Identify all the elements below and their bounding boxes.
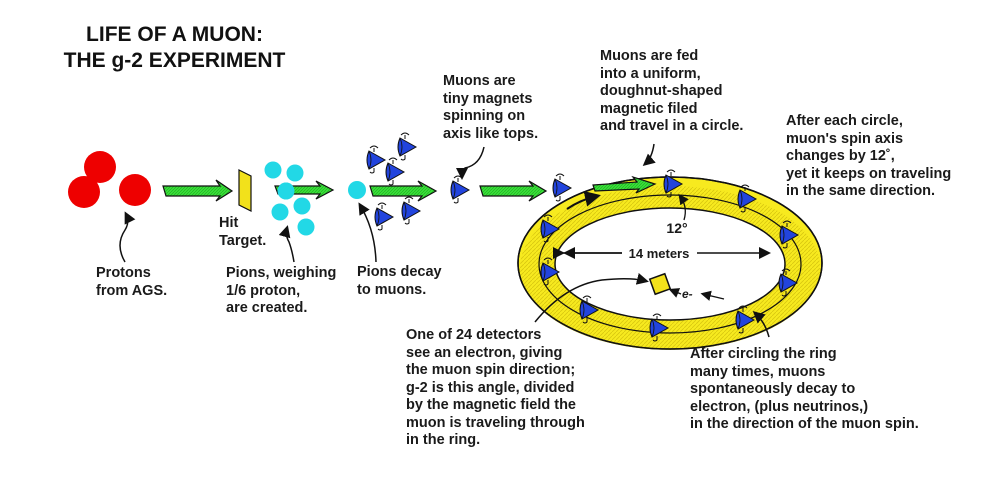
label-detectors: One of 24 detectors see an electron, giv…: [406, 327, 585, 450]
label-line: Muons are fed: [600, 48, 699, 64]
pion-icon: [264, 161, 282, 179]
label-hit-target: Hit Target.: [219, 215, 266, 250]
label-line: spinning on: [443, 108, 526, 124]
label-line: in the direction of the muon spin.: [690, 416, 919, 432]
proton-icon: [119, 174, 151, 206]
callout-arrow: [752, 310, 770, 338]
label-line: doughnut-shaped: [600, 83, 723, 99]
label-line: 1/6 proton,: [226, 282, 301, 299]
label-line: in the same direction.: [786, 183, 936, 199]
label-line: see an electron, giving: [406, 344, 563, 361]
label-line: the muon spin direction;: [406, 362, 576, 378]
label-line: Target.: [219, 232, 267, 249]
callout-arrow: [278, 225, 295, 263]
flow-arrow-icon: [369, 180, 438, 202]
label-line: axis like tops.: [443, 125, 539, 142]
callout-arrow: [456, 146, 485, 180]
label-line: are created.: [226, 300, 308, 316]
label-line: Pions decay: [357, 264, 442, 280]
label-muons-magnets: Muons are tiny magnets spinning on axis …: [443, 73, 538, 143]
label-line: changes by 12˚,: [786, 148, 895, 164]
label-line: After each circle,: [786, 113, 903, 129]
label-line: to muons.: [357, 281, 427, 298]
muon-icon: [397, 132, 417, 161]
label-pions: Pions, weighing 1/6 proton, are created.: [226, 265, 336, 318]
label-line: Protons: [96, 265, 151, 281]
electron-label: e-: [682, 287, 693, 301]
label-line: muon's spin axis: [786, 130, 904, 147]
proton-icon: [84, 151, 116, 183]
callout-arrow: [534, 272, 649, 323]
muon-icon: [385, 157, 405, 186]
label-line: spontaneously decay to: [690, 381, 856, 397]
label-line: electron, (plus neutrinos,): [690, 398, 869, 415]
angle-label: 12°: [666, 220, 687, 236]
label-line: into a uniform,: [600, 65, 701, 82]
callout-arrow: [642, 143, 656, 166]
label-muons-fed: Muons are fed into a uniform, doughnut-s…: [600, 48, 743, 136]
pion-icon: [271, 203, 289, 221]
muon-icon: [450, 175, 470, 204]
label-line: many times, muons: [690, 363, 826, 380]
label-line: One of 24 detectors: [406, 327, 542, 343]
label-after-circling: After circling the ring many times, muon…: [690, 346, 919, 434]
diameter-label: 14 meters: [629, 246, 690, 261]
muon-icon: [552, 173, 572, 202]
label-line: Pions, weighing: [226, 265, 337, 281]
pion-icon: [297, 218, 315, 236]
muon-cluster: [366, 132, 421, 231]
label-line: and travel in a circle.: [600, 118, 744, 134]
flow-arrow-icon: [592, 175, 657, 194]
label-line: tiny magnets: [443, 90, 533, 107]
flow-arrow-icon: [162, 179, 234, 202]
title-line-1: LIFE OF A MUON:: [86, 23, 263, 46]
callout-arrow: [119, 211, 136, 263]
protons: [68, 151, 151, 208]
label-line: muon is traveling through: [406, 414, 585, 431]
label-line: yet it keeps on traveling: [786, 165, 952, 182]
label-protons: Protons from AGS.: [96, 265, 167, 300]
callout-arrow: [358, 202, 377, 263]
pion-icon: [348, 181, 366, 199]
proton-icon: [68, 176, 100, 208]
muon-icon: [366, 145, 386, 174]
label-line: from AGS.: [96, 282, 168, 299]
detector-icon: [648, 272, 672, 296]
label-line: in the ring.: [406, 432, 481, 448]
label-line: magnetic filed: [600, 100, 698, 117]
label-line: by the magnetic field the: [406, 397, 576, 413]
label-pions-decay: Pions decay to muons.: [357, 264, 442, 299]
label-line: g-2 is this angle, divided: [406, 379, 575, 396]
flow-arrow-icon: [479, 180, 548, 202]
ring-direction-arrow: [566, 190, 601, 210]
label-line: After circling the ring: [690, 346, 837, 362]
label-after-each-circle: After each circle, muon's spin axis chan…: [786, 113, 951, 201]
muon-icon: [374, 202, 394, 231]
pion-icon: [286, 164, 304, 182]
target-icon: [238, 169, 252, 212]
pion-icon: [293, 197, 311, 215]
label-line: Hit: [219, 215, 239, 231]
title-line-2: THE g-2 EXPERIMENT: [63, 49, 286, 72]
diagram-title: LIFE OF A MUON: THE g-2 EXPERIMENT: [62, 22, 287, 74]
pion-icon: [277, 182, 295, 200]
muon-icon: [401, 196, 421, 225]
label-line: Muons are: [443, 73, 516, 89]
storage-ring: [517, 176, 823, 350]
